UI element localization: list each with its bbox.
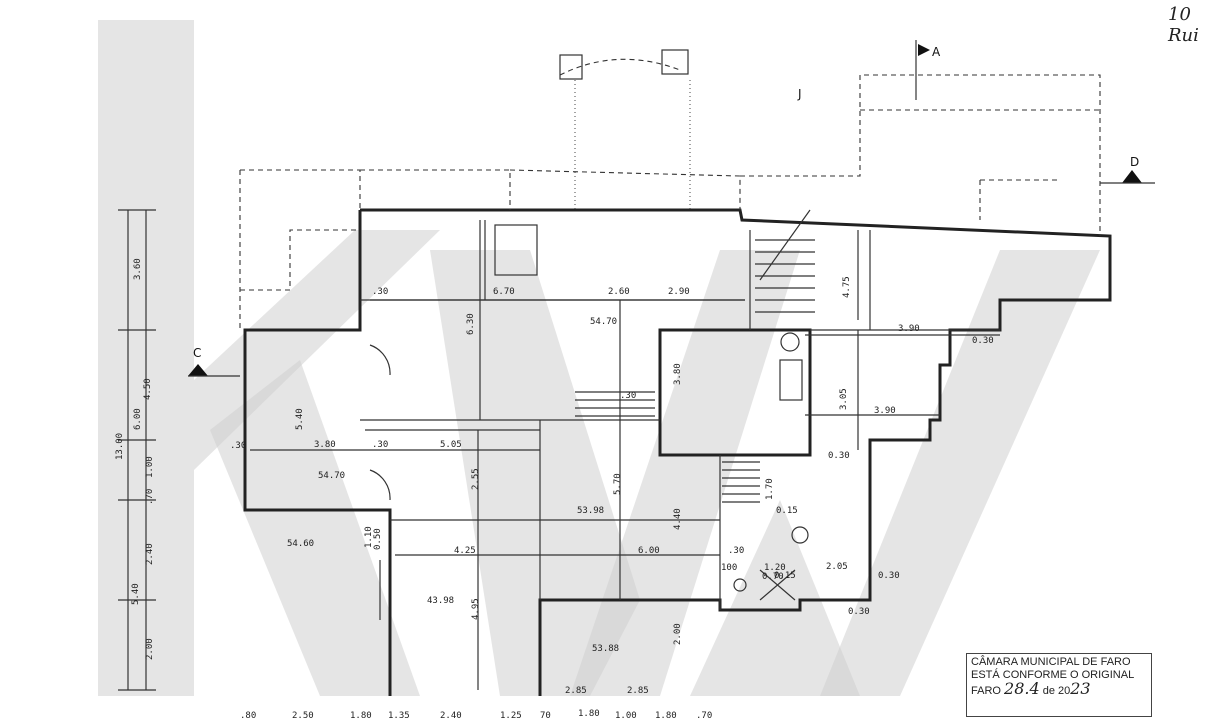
dim-text: 1.25	[500, 711, 522, 720]
dim-text: .80	[240, 711, 256, 720]
stamp-line-3: FARO 28.4 de 2023	[971, 679, 1147, 698]
dim-text: 3.90	[898, 324, 920, 334]
dim-text: 3.80	[314, 440, 336, 450]
dim-text: 4.75	[842, 276, 852, 298]
dimension-lines	[118, 209, 1000, 691]
dim-text: 2.05	[826, 562, 848, 572]
area-label: 53.98	[577, 506, 604, 516]
section-marker-a: A	[915, 40, 941, 100]
dim-text: 3.80	[673, 363, 683, 385]
dim-text: 4.50	[143, 378, 153, 400]
dim-text: .30	[372, 440, 388, 450]
area-label: 43.98	[427, 596, 454, 606]
stamp-de: de 20	[1042, 685, 1071, 697]
dim-text: 0.50	[373, 528, 383, 550]
dim-text: 0.70	[762, 572, 784, 582]
section-marker-c: C	[188, 346, 240, 377]
dim-text: 0.15	[776, 506, 798, 516]
area-label: 54.70	[318, 471, 345, 481]
dim-text: 5.40	[295, 408, 305, 430]
dim-text: 1.00	[615, 711, 637, 720]
stairs-lower	[575, 391, 760, 503]
stamp-line-1: CÂMARA MUNICIPAL DE FARO	[971, 656, 1131, 668]
dim-text: .30	[230, 441, 246, 451]
dim-text: 2.00	[145, 638, 155, 660]
area-labels: 54.70 54.70 54.60 53.98 43.98 53.88	[287, 317, 619, 654]
dim-text: 1.80	[350, 711, 372, 720]
section-c-label: C	[193, 346, 201, 360]
area-label: 54.70	[590, 317, 617, 327]
section-j-label: J	[797, 87, 802, 101]
dim-text: 1.10	[364, 526, 374, 548]
dim-text: .30	[728, 546, 744, 556]
dim-text: .30	[620, 391, 636, 401]
dim-text: 1.00	[145, 456, 155, 478]
dim-text: 70	[540, 711, 551, 720]
dim-text: .70	[145, 489, 155, 505]
dim-text: 100	[721, 563, 737, 573]
dim-text: 4.25	[454, 546, 476, 556]
dimension-texts: 6.30 6.70 2.60 2.90 4.75 3.90 3.90 3.80 …	[115, 258, 994, 696]
dim-text: 3.05	[839, 388, 849, 410]
dim-text: 13.00	[115, 433, 125, 460]
dim-text: 6.30	[466, 313, 476, 335]
bottom-dimension-strip: .80 2.50 1.80 1.35 2.40 1.25 70 1.80 1.0…	[240, 709, 712, 720]
dim-text: 4.95	[471, 598, 481, 620]
dim-text: 6.00	[638, 546, 660, 556]
dim-text: 6.00	[133, 408, 143, 430]
fixtures	[369, 49, 809, 620]
dim-text: 2.55	[471, 468, 481, 490]
stamp-year: 23	[1070, 679, 1091, 698]
section-a-label: A	[932, 45, 941, 59]
dim-text: .70	[696, 711, 712, 720]
dashed-outline	[239, 58, 1101, 330]
dim-text: 0.30	[848, 607, 870, 617]
dim-text: 5.05	[440, 440, 462, 450]
municipal-stamp: CÂMARA MUNICIPAL DE FARO ESTÁ CONFORME O…	[966, 653, 1152, 717]
dim-text: 3.60	[133, 258, 143, 280]
dim-text: 2.40	[440, 711, 462, 720]
dim-text: 2.60	[608, 287, 630, 297]
stairs-upper	[755, 209, 815, 313]
dim-text: 1.70	[765, 478, 775, 500]
dim-text: 4.40	[673, 508, 683, 530]
dim-text: 2.40	[145, 543, 155, 565]
dim-text: 2.00	[673, 623, 683, 645]
dim-text: 2.85	[565, 686, 587, 696]
dim-text: 0.15	[774, 571, 796, 581]
area-label: 54.60	[287, 539, 314, 549]
dim-text: 1.80	[655, 711, 677, 720]
stamp-date: 28.4	[1004, 679, 1040, 698]
dim-text: 1.80	[578, 709, 600, 719]
dim-text: 5.40	[131, 583, 141, 605]
dim-text: 0.30	[972, 336, 994, 346]
stamp-faro: FARO	[971, 685, 1001, 697]
dim-text: 2.85	[627, 686, 649, 696]
handwritten-signature: 10 Rui	[1168, 4, 1199, 46]
dim-text: 5.70	[613, 473, 623, 495]
dim-text: 1.20	[764, 563, 786, 573]
section-marker-d: D	[1100, 155, 1155, 184]
dim-text: .30	[372, 287, 388, 297]
dim-text: 1.35	[388, 711, 410, 720]
dim-text: 0.30	[828, 451, 850, 461]
stamp-line-2: ESTÁ CONFORME O ORIGINAL	[971, 669, 1135, 681]
dim-text: 2.50	[292, 711, 314, 720]
area-label: 53.88	[592, 644, 619, 654]
dim-text: 0.30	[878, 571, 900, 581]
dim-text: 3.90	[874, 406, 896, 416]
watermark-kw	[98, 20, 1100, 696]
dim-text: 6.70	[493, 287, 515, 297]
section-d-label: D	[1130, 155, 1139, 169]
dim-text: 2.90	[668, 287, 690, 297]
